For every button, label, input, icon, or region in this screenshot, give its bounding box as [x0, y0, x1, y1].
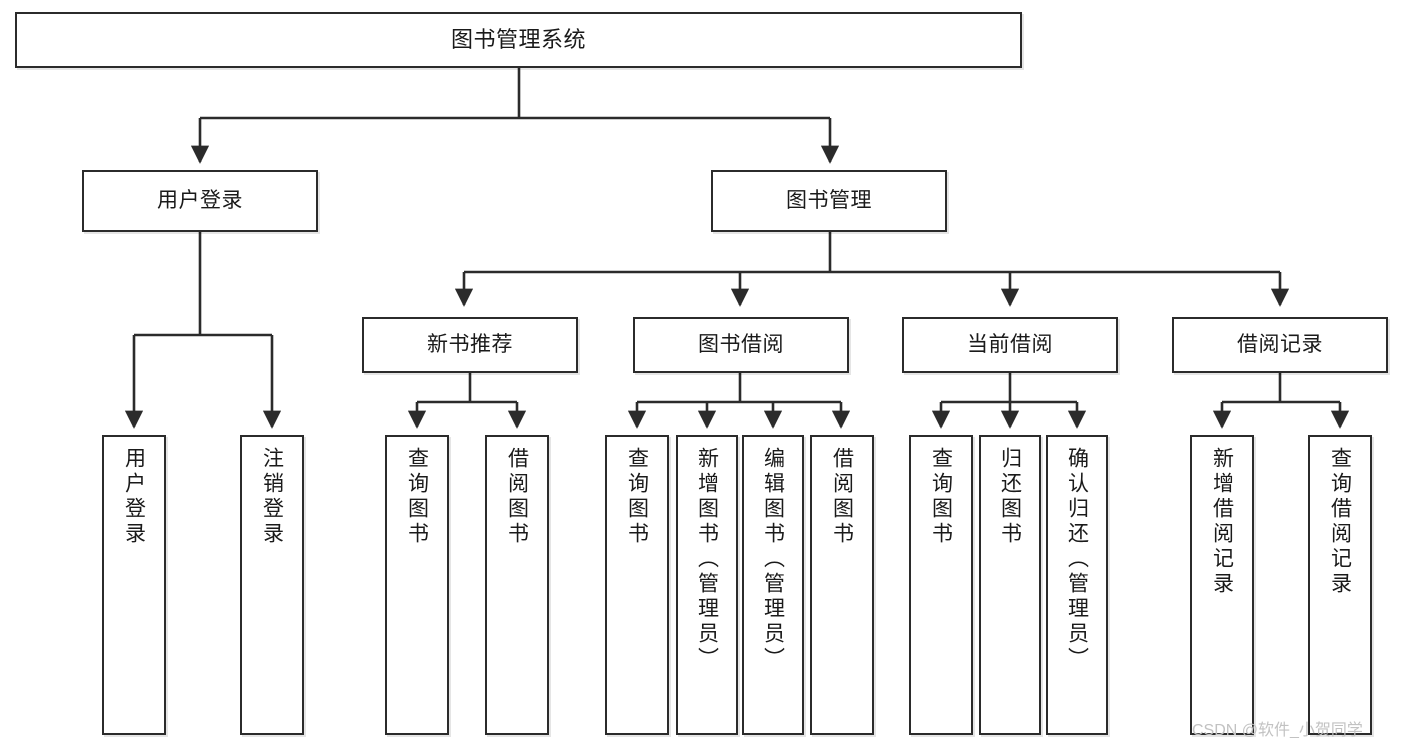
node-label: 查询图书 — [929, 447, 953, 547]
csdn-watermark: CSDN @软件_小贺同学 — [1192, 722, 1363, 739]
node-root-book-management-system[interactable]: 图书管理系统 — [15, 12, 1022, 68]
node-current-borrow[interactable]: 当前借阅 — [902, 317, 1118, 373]
node-label: 图书借阅 — [698, 332, 784, 356]
node-label: 查询图书 — [405, 447, 429, 547]
node-label: 查询借阅记录 — [1328, 447, 1352, 597]
leaf-user-login-logout[interactable]: 注销登录 — [240, 435, 304, 735]
node-label: 用户登录 — [157, 188, 243, 212]
leaf-current-borrow-confirm-return-admin[interactable]: 确认归还（管理员） — [1046, 435, 1108, 735]
leaf-new-book-borrow-book[interactable]: 借阅图书 — [485, 435, 549, 735]
node-label: 图书管理系统 — [450, 26, 586, 52]
leaf-book-borrow-add-book-admin[interactable]: 新增图书（管理员） — [676, 435, 738, 735]
leaf-new-book-query-book[interactable]: 查询图书 — [385, 435, 449, 735]
leaf-user-login-login[interactable]: 用户登录 — [102, 435, 166, 735]
node-label: 注销登录 — [260, 447, 284, 547]
leaf-borrow-record-query-record[interactable]: 查询借阅记录 — [1308, 435, 1372, 735]
node-label: 归还图书 — [998, 447, 1022, 547]
leaf-borrow-record-add-record[interactable]: 新增借阅记录 — [1190, 435, 1254, 735]
node-label: 图书管理 — [786, 188, 872, 212]
node-borrow-record[interactable]: 借阅记录 — [1172, 317, 1388, 373]
node-label: 查询图书 — [625, 447, 649, 547]
node-label: 当前借阅 — [967, 332, 1053, 356]
node-label: 新增借阅记录 — [1210, 447, 1234, 597]
node-label: 新增图书（管理员） — [695, 447, 719, 672]
leaf-book-borrow-borrow-book[interactable]: 借阅图书 — [810, 435, 874, 735]
node-label: 新书推荐 — [427, 332, 513, 356]
node-user-login[interactable]: 用户登录 — [82, 170, 318, 232]
leaf-book-borrow-edit-book-admin[interactable]: 编辑图书（管理员） — [742, 435, 804, 735]
node-label: 用户登录 — [122, 447, 146, 547]
node-label: 借阅图书 — [830, 447, 854, 547]
node-new-book-recommend[interactable]: 新书推荐 — [362, 317, 578, 373]
node-label: 借阅记录 — [1237, 332, 1323, 356]
leaf-current-borrow-return-book[interactable]: 归还图书 — [979, 435, 1041, 735]
leaf-book-borrow-query-book[interactable]: 查询图书 — [605, 435, 669, 735]
leaf-current-borrow-query-book[interactable]: 查询图书 — [909, 435, 973, 735]
node-book-borrow[interactable]: 图书借阅 — [633, 317, 849, 373]
node-book-management[interactable]: 图书管理 — [711, 170, 947, 232]
node-label: 确认归还（管理员） — [1065, 447, 1089, 672]
node-label: 借阅图书 — [505, 447, 529, 547]
node-label: 编辑图书（管理员） — [761, 447, 785, 672]
